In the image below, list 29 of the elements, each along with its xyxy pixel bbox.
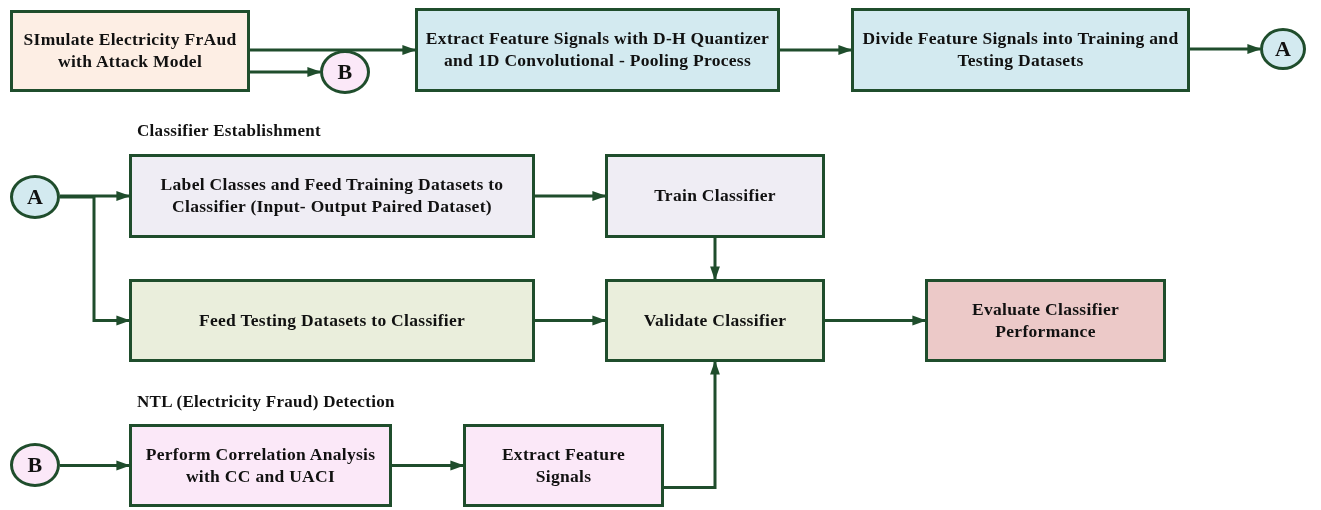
arrow xyxy=(60,460,131,471)
connector-circle: A xyxy=(10,175,60,219)
arrow xyxy=(780,45,853,55)
arrow xyxy=(710,238,720,281)
connector-circle: A xyxy=(1260,28,1306,70)
arrow xyxy=(535,315,607,326)
connector-circle: B xyxy=(10,443,60,487)
process-box: SImulate Electricity FrAud with Attack Model xyxy=(10,10,250,92)
process-box: Train Classifier xyxy=(605,154,825,238)
arrow xyxy=(250,67,322,77)
arrow xyxy=(60,195,131,326)
process-box: Perform Correlation Analysis with CC and UACI xyxy=(129,424,392,507)
process-box: Label Classes and Feed Training Datasets to Classifier (Input- Output Paired Dataset) xyxy=(129,154,535,238)
arrow xyxy=(60,191,131,201)
arrow xyxy=(392,460,465,471)
section-heading: NTL (Electricity Fraud) Detection xyxy=(137,392,395,412)
process-box: Extract Feature Signals with D-H Quantizer and 1D Convolutional - Pooling Process xyxy=(415,8,780,92)
arrow xyxy=(535,191,607,201)
process-box: Divide Feature Signals into Training and Testing Datasets xyxy=(851,8,1190,92)
process-box: Validate Classifier xyxy=(605,279,825,362)
process-box: Evaluate Classifier Performance xyxy=(925,279,1166,362)
arrow xyxy=(1190,44,1262,54)
section-heading: Classifier Establishment xyxy=(137,121,321,141)
arrow xyxy=(825,315,927,326)
arrow xyxy=(664,360,720,489)
process-box: Feed Testing Datasets to Classifier xyxy=(129,279,535,362)
connector-circle: B xyxy=(320,50,370,94)
process-box: Extract Feature Signals xyxy=(463,424,664,507)
arrow xyxy=(250,45,417,55)
